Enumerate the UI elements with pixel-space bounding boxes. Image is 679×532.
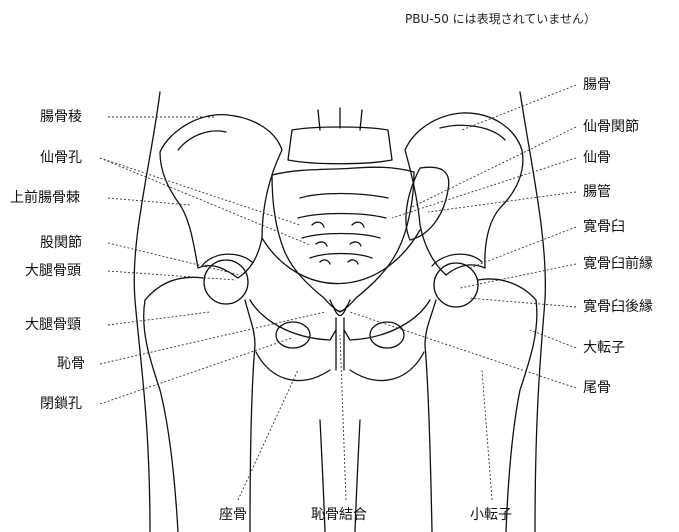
right-femur xyxy=(424,278,538,532)
intestine xyxy=(405,166,450,241)
pubic-symphysis xyxy=(335,317,345,371)
lumbar-vertebra xyxy=(287,126,393,165)
label-sacral-foramen: 仙骨孔 xyxy=(40,150,82,166)
label-hip-joint: 股関節 xyxy=(40,235,82,251)
label-iliac-crest: 腸骨稜 xyxy=(40,109,82,125)
right-obturator-foramen xyxy=(369,321,405,349)
right-leg-inner xyxy=(354,419,361,532)
label-pubis: 恥骨 xyxy=(57,356,85,372)
sacral-foramina xyxy=(311,221,365,265)
right-ilium-inner xyxy=(439,124,506,141)
leader-acetabulum-anterior xyxy=(459,263,577,289)
leader-acetabulum-posterior xyxy=(467,297,577,308)
label-femoral-neck: 大腿骨頸 xyxy=(25,317,81,333)
label-greater-trochanter: 大転子 xyxy=(583,340,625,356)
sacral-ridge xyxy=(297,192,389,259)
label-femoral-head: 大腿骨頭 xyxy=(25,263,81,279)
left-ilium xyxy=(159,114,283,279)
right-pubic-ramus xyxy=(343,299,431,382)
leader-intestine xyxy=(427,191,577,213)
leader-pubic-symphysis xyxy=(339,334,347,501)
leader-sacral-foramen-1 xyxy=(99,157,301,226)
label-asis: 上前腸骨棘 xyxy=(10,190,80,206)
leader-greater-trochanter xyxy=(529,329,577,349)
leader-ischium xyxy=(237,369,299,501)
label-lesser-trochanter: 小転子 xyxy=(470,507,512,523)
left-obturator-foramen xyxy=(275,321,311,349)
left-femur xyxy=(143,276,256,532)
right-femoral-head xyxy=(433,262,479,308)
leader-obturator xyxy=(99,337,293,405)
sacrum xyxy=(271,166,415,313)
leader-hip-joint xyxy=(107,242,241,276)
right-acetabulum xyxy=(431,253,483,267)
left-acetabulum xyxy=(201,253,253,267)
leader-sacrum xyxy=(391,157,577,219)
body-outline-left xyxy=(133,91,161,532)
body-outline-right xyxy=(519,91,547,532)
lumbar-processes xyxy=(317,107,363,131)
coccyx xyxy=(329,299,351,317)
left-pubic-ramus xyxy=(249,299,337,382)
label-acetabulum-posterior-rim: 寛骨臼後縁 xyxy=(583,299,653,315)
leader-asis xyxy=(107,197,191,206)
right-ilium xyxy=(404,112,524,276)
label-ischium: 座骨 xyxy=(219,507,247,523)
leader-acetabulum xyxy=(469,226,577,269)
model-note: PBU-50 には表現されていません） xyxy=(405,12,596,26)
label-ilium: 腸骨 xyxy=(583,77,611,93)
label-intestine: 腸管 xyxy=(583,184,611,200)
leader-sacroiliac xyxy=(409,126,577,209)
leader-sacral-foramen-2 xyxy=(99,157,311,246)
label-sacrum: 仙骨 xyxy=(583,150,611,166)
leader-coccyx xyxy=(349,311,577,389)
label-acetabulum: 寛骨臼 xyxy=(583,219,625,235)
leader-lesser-trochanter xyxy=(481,369,493,501)
label-coccyx: 尾骨 xyxy=(583,380,611,396)
left-ilium-inner xyxy=(177,130,227,151)
left-leg-inner xyxy=(319,419,326,532)
label-sacroiliac-joint: 仙骨関節 xyxy=(583,119,639,135)
label-obturator-foramen: 閉鎖孔 xyxy=(40,396,82,412)
leader-femoral-neck xyxy=(107,311,211,326)
pelvic-brim xyxy=(261,229,421,285)
leader-pubis xyxy=(99,311,326,365)
label-acetabulum-anterior-rim: 寛骨臼前縁 xyxy=(583,256,653,272)
left-femoral-head xyxy=(203,259,249,305)
label-pubic-symphysis: 恥骨結合 xyxy=(311,507,367,523)
leader-femoral-head xyxy=(107,270,237,281)
leader-ilium xyxy=(461,84,577,131)
